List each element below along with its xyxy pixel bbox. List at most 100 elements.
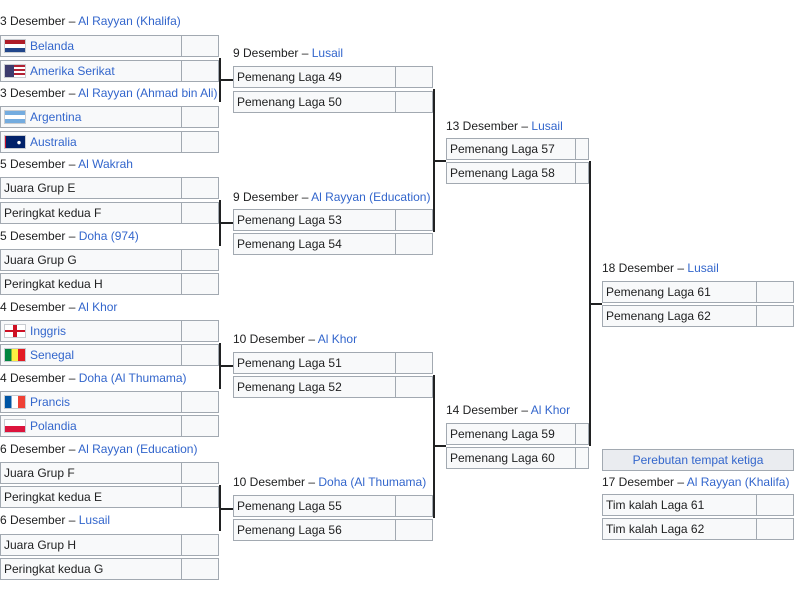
au-flag-icon: [4, 135, 26, 149]
team-name[interactable]: Amerika Serikat: [30, 64, 115, 78]
team-name: Juara Grup H: [4, 538, 77, 552]
team-row: Argentina: [0, 106, 219, 128]
team-row: Polandia: [0, 415, 219, 437]
score-cell: [182, 36, 218, 56]
venue-link[interactable]: Doha (Al Thumama): [318, 475, 427, 489]
team-row: Juara Grup G: [0, 249, 219, 271]
venue-link[interactable]: Al Rayyan (Khalifa): [686, 475, 790, 489]
team-name[interactable]: Inggris: [30, 324, 67, 338]
team-row: Pemenang Laga 50: [233, 91, 433, 113]
us-flag-icon: [4, 64, 26, 78]
venue-link[interactable]: Al Khor: [78, 300, 118, 314]
team-row: Inggris: [0, 320, 219, 342]
team-row: Senegal: [0, 344, 219, 366]
match-header: 6 Desember – Al Rayyan (Education): [0, 442, 198, 456]
team-row: Pemenang Laga 51: [233, 352, 433, 374]
score-cell: [757, 519, 793, 539]
venue-link[interactable]: Doha (Al Thumama): [78, 371, 187, 385]
team-name[interactable]: Polandia: [30, 419, 77, 433]
match-header: 17 Desember – Al Rayyan (Khalifa): [602, 475, 790, 489]
team-name[interactable]: Australia: [30, 135, 77, 149]
team-row: Pemenang Laga 62: [602, 305, 794, 327]
score-cell: [396, 67, 432, 87]
team-name: Pemenang Laga 52: [237, 380, 342, 394]
score-cell: [396, 520, 432, 540]
match-header: 3 Desember – Al Rayyan (Ahmad bin Ali): [0, 86, 218, 100]
score-cell: [182, 321, 218, 341]
team-row: Pemenang Laga 59: [446, 423, 589, 445]
team-row: Pemenang Laga 57: [446, 138, 589, 160]
team-name: Peringkat kedua G: [4, 562, 104, 576]
team-row: Amerika Serikat: [0, 60, 219, 82]
team-row: Pemenang Laga 56: [233, 519, 433, 541]
venue-link[interactable]: Al Khor: [317, 332, 358, 346]
venue-link[interactable]: Lusail: [531, 119, 563, 133]
bracket-connector: [433, 89, 435, 232]
team-row: Pemenang Laga 58: [446, 162, 589, 184]
team-name[interactable]: Argentina: [30, 110, 82, 124]
venue-link[interactable]: Doha (974): [78, 229, 139, 243]
match-header: 3 Desember – Al Rayyan (Khalifa): [0, 14, 181, 28]
venue-link[interactable]: Al Wakrah: [78, 157, 133, 171]
venue-link[interactable]: Lusail: [78, 513, 111, 527]
score-cell: [576, 448, 588, 468]
team-name[interactable]: Senegal: [30, 348, 75, 362]
score-cell: [576, 424, 588, 444]
venue-link[interactable]: Al Rayyan (Khalifa): [78, 14, 181, 28]
venue-link[interactable]: Al Rayyan (Ahmad bin Ali): [78, 86, 218, 100]
score-cell: [396, 353, 432, 373]
team-row: Belanda: [0, 35, 219, 57]
team-name[interactable]: Prancis: [30, 395, 71, 409]
match-header: 9 Desember – Al Rayyan (Education): [233, 190, 431, 204]
team-name: Pemenang Laga 59: [450, 427, 555, 441]
en-flag-icon: [4, 324, 26, 338]
team-name: Juara Grup G: [4, 253, 77, 267]
team-name: Pemenang Laga 62: [606, 309, 711, 323]
team-name: Juara Grup F: [4, 466, 75, 480]
score-cell: [182, 416, 218, 436]
team-name: Pemenang Laga 51: [237, 356, 342, 370]
pl-flag-icon: [4, 419, 26, 433]
ar-flag-icon: [4, 110, 26, 124]
bracket-connector: [435, 445, 446, 447]
score-cell: [182, 203, 218, 223]
team-row: Australia: [0, 131, 219, 153]
bracket-connector: [221, 508, 233, 510]
venue-link[interactable]: Lusail: [687, 261, 719, 275]
sn-flag-icon: [4, 348, 26, 362]
third-place-title[interactable]: Perebutan tempat ketiga: [602, 449, 794, 471]
score-cell: [182, 392, 218, 412]
team-name[interactable]: Belanda: [30, 39, 75, 53]
bracket-connector: [219, 485, 221, 531]
bracket-connector: [219, 200, 221, 246]
team-name: Peringkat kedua F: [4, 206, 102, 220]
venue-link[interactable]: Lusail: [311, 46, 344, 60]
match-header: 4 Desember – Doha (Al Thumama): [0, 371, 187, 385]
score-cell: [182, 559, 218, 579]
bracket-connector: [221, 79, 233, 81]
score-cell: [757, 495, 793, 515]
team-name: Pemenang Laga 54: [237, 237, 342, 251]
team-name: Pemenang Laga 49: [237, 70, 342, 84]
team-name: Pemenang Laga 55: [237, 499, 342, 513]
score-cell: [182, 274, 218, 294]
team-row: Peringkat kedua G: [0, 558, 219, 580]
team-name: Pemenang Laga 60: [450, 451, 555, 465]
team-name: Tim kalah Laga 62: [606, 522, 705, 536]
venue-link[interactable]: Al Rayyan (Education): [78, 442, 198, 456]
team-row: Pemenang Laga 52: [233, 376, 433, 398]
team-row: Pemenang Laga 49: [233, 66, 433, 88]
team-row: Tim kalah Laga 62: [602, 518, 794, 540]
team-row: Pemenang Laga 61: [602, 281, 794, 303]
venue-link[interactable]: Al Rayyan (Education): [311, 190, 431, 204]
team-row: Pemenang Laga 60: [446, 447, 589, 469]
team-name: Pemenang Laga 53: [237, 213, 342, 227]
venue-link[interactable]: Al Khor: [530, 403, 571, 417]
match-header: 18 Desember – Lusail: [602, 261, 719, 275]
match-header: 4 Desember – Al Khor: [0, 300, 118, 314]
match-header: 10 Desember – Doha (Al Thumama): [233, 475, 427, 489]
score-cell: [182, 463, 218, 483]
team-name: Pemenang Laga 56: [237, 523, 342, 537]
score-cell: [182, 178, 218, 198]
match-header: 13 Desember – Lusail: [446, 119, 563, 133]
